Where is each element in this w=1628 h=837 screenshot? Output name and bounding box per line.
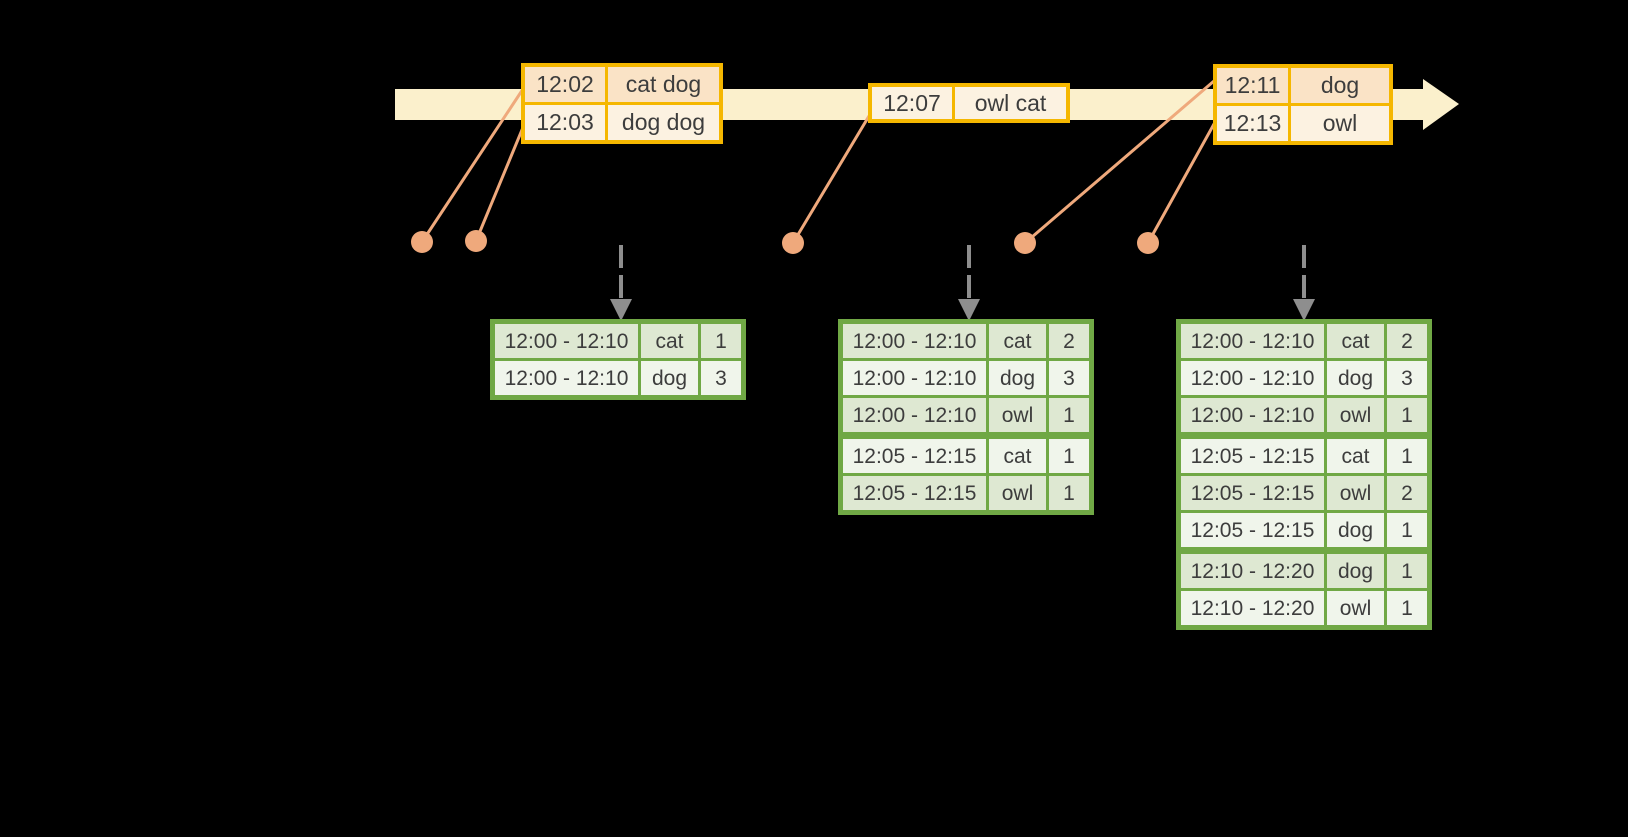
word-cell: owl bbox=[1327, 591, 1384, 625]
word-cell: cat bbox=[989, 439, 1046, 473]
window-cell: 12:05 - 12:15 bbox=[1181, 476, 1324, 510]
event-dot bbox=[465, 230, 487, 252]
event-connector-line bbox=[474, 123, 526, 243]
window-cell: 12:10 - 12:20 bbox=[1181, 591, 1324, 625]
word-cell: cat bbox=[641, 324, 698, 358]
event-words-cell: dog bbox=[1291, 68, 1389, 103]
count-cell: 1 bbox=[1049, 476, 1089, 510]
result-row: 12:00 - 12:10 cat 2 bbox=[843, 324, 1089, 358]
count-cell: 1 bbox=[701, 324, 741, 358]
event-words-cell: dog dog bbox=[608, 105, 719, 140]
result-row: 12:05 - 12:15 owl 2 bbox=[1181, 476, 1427, 510]
word-cell: owl bbox=[1327, 398, 1384, 432]
window-cell: 12:05 - 12:15 bbox=[843, 439, 986, 473]
event-time-cell: 12:03 bbox=[525, 105, 605, 140]
event-row: 12:03 dog dog bbox=[525, 105, 719, 140]
window-cell: 12:00 - 12:10 bbox=[1181, 398, 1324, 432]
count-cell: 2 bbox=[1049, 324, 1089, 358]
count-cell: 3 bbox=[701, 361, 741, 395]
event-row: 12:02 cat dog bbox=[525, 67, 719, 102]
word-cell: cat bbox=[1327, 439, 1384, 473]
result-row: 12:00 - 12:10 cat 1 bbox=[495, 324, 741, 358]
window-cell: 12:00 - 12:10 bbox=[1181, 361, 1324, 395]
count-cell: 1 bbox=[1387, 513, 1427, 547]
count-cell: 1 bbox=[1387, 439, 1427, 473]
event-words-cell: owl bbox=[1291, 106, 1389, 141]
word-cell: owl bbox=[989, 398, 1046, 432]
result-row: 12:10 - 12:20 owl 1 bbox=[1181, 591, 1427, 625]
count-cell: 1 bbox=[1049, 398, 1089, 432]
window-cell: 12:00 - 12:10 bbox=[843, 361, 986, 395]
result-table-1: 12:00 - 12:10 cat 1 12:00 - 12:10 dog 3 bbox=[490, 319, 746, 400]
count-cell: 1 bbox=[1387, 398, 1427, 432]
window-cell: 12:05 - 12:15 bbox=[843, 476, 986, 510]
result-row: 12:00 - 12:10 owl 1 bbox=[843, 398, 1089, 432]
word-cell: owl bbox=[1327, 476, 1384, 510]
event-row: 12:13 owl bbox=[1217, 106, 1389, 141]
window-cell: 12:00 - 12:10 bbox=[495, 324, 638, 358]
word-cell: dog bbox=[1327, 554, 1384, 588]
timeline-arrowhead-icon bbox=[1423, 79, 1459, 130]
result-row: 12:00 - 12:10 dog 3 bbox=[1181, 361, 1427, 395]
event-time-cell: 12:13 bbox=[1217, 106, 1288, 141]
event-connector-line bbox=[1023, 79, 1216, 245]
result-row: 12:00 - 12:10 dog 3 bbox=[843, 361, 1089, 395]
result-row: 12:10 - 12:20 dog 1 bbox=[1181, 554, 1427, 588]
count-cell: 1 bbox=[1387, 554, 1427, 588]
word-cell: dog bbox=[641, 361, 698, 395]
count-cell: 3 bbox=[1049, 361, 1089, 395]
event-connector-line bbox=[1146, 122, 1216, 245]
window-cell: 12:05 - 12:15 bbox=[1181, 439, 1324, 473]
event-time-cell: 12:11 bbox=[1217, 68, 1288, 103]
event-words-cell: cat dog bbox=[608, 67, 719, 102]
result-table-2: 12:00 - 12:10 cat 2 12:00 - 12:10 dog 3 … bbox=[838, 319, 1094, 515]
count-cell: 2 bbox=[1387, 476, 1427, 510]
window-cell: 12:05 - 12:15 bbox=[1181, 513, 1324, 547]
word-cell: owl bbox=[989, 476, 1046, 510]
event-table-3: 12:11 dog 12:13 owl bbox=[1213, 64, 1393, 145]
count-cell: 1 bbox=[1387, 591, 1427, 625]
result-table-3: 12:00 - 12:10 cat 2 12:00 - 12:10 dog 3 … bbox=[1176, 319, 1432, 630]
event-connector-line bbox=[420, 87, 525, 244]
window-cell: 12:00 - 12:10 bbox=[843, 324, 986, 358]
count-cell: 1 bbox=[1049, 439, 1089, 473]
event-dot bbox=[411, 231, 433, 253]
event-dot bbox=[1014, 232, 1036, 254]
window-cell: 12:00 - 12:10 bbox=[495, 361, 638, 395]
event-dot bbox=[782, 232, 804, 254]
result-row: 12:05 - 12:15 owl 1 bbox=[843, 476, 1089, 510]
result-row: 12:05 - 12:15 dog 1 bbox=[1181, 513, 1427, 547]
event-time-cell: 12:07 bbox=[872, 87, 952, 119]
result-row: 12:00 - 12:10 dog 3 bbox=[495, 361, 741, 395]
word-cell: dog bbox=[989, 361, 1046, 395]
event-table-2: 12:07 owl cat bbox=[868, 83, 1070, 123]
window-cell: 12:00 - 12:10 bbox=[1181, 324, 1324, 358]
trigger-arrowhead-icon bbox=[1293, 299, 1315, 321]
result-row: 12:00 - 12:10 owl 1 bbox=[1181, 398, 1427, 432]
event-row: 12:11 dog bbox=[1217, 68, 1389, 103]
event-row: 12:07 owl cat bbox=[872, 87, 1066, 119]
trigger-arrowhead-icon bbox=[610, 299, 632, 321]
window-cell: 12:00 - 12:10 bbox=[843, 398, 986, 432]
result-row: 12:05 - 12:15 cat 1 bbox=[1181, 439, 1427, 473]
result-row: 12:00 - 12:10 cat 2 bbox=[1181, 324, 1427, 358]
trigger-arrowhead-icon bbox=[958, 299, 980, 321]
event-words-cell: owl cat bbox=[955, 87, 1066, 119]
word-cell: cat bbox=[989, 324, 1046, 358]
event-time-cell: 12:02 bbox=[525, 67, 605, 102]
result-row: 12:05 - 12:15 cat 1 bbox=[843, 439, 1089, 473]
word-cell: dog bbox=[1327, 361, 1384, 395]
count-cell: 2 bbox=[1387, 324, 1427, 358]
word-cell: dog bbox=[1327, 513, 1384, 547]
event-table-1: 12:02 cat dog 12:03 dog dog bbox=[521, 63, 723, 144]
word-cell: cat bbox=[1327, 324, 1384, 358]
window-cell: 12:10 - 12:20 bbox=[1181, 554, 1324, 588]
event-connector-line bbox=[791, 114, 871, 245]
count-cell: 3 bbox=[1387, 361, 1427, 395]
event-dot bbox=[1137, 232, 1159, 254]
